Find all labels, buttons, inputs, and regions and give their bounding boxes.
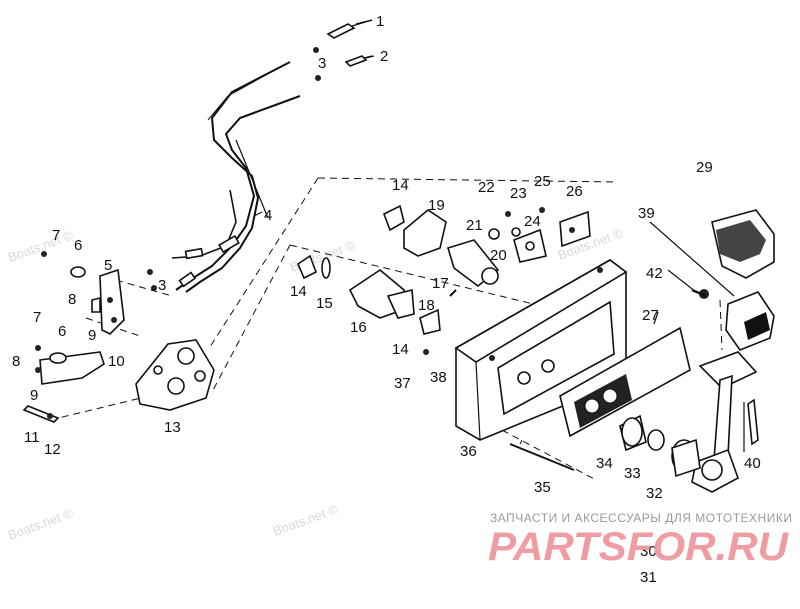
callout-14: 14 <box>392 177 409 194</box>
callout-33: 33 <box>624 465 641 482</box>
callout-14: 14 <box>392 341 409 358</box>
shaft-assembly <box>297 204 500 355</box>
lever-handle <box>691 351 759 493</box>
callout-6: 6 <box>74 237 82 254</box>
callout-9: 9 <box>88 327 96 344</box>
switch-cover <box>691 209 775 351</box>
brand-logo: PARTSFOR.RU <box>488 525 789 569</box>
long-bolt <box>509 439 575 471</box>
callout-7: 7 <box>33 309 41 326</box>
callout-18: 18 <box>418 297 435 314</box>
callout-20: 20 <box>490 247 507 264</box>
callout-36: 36 <box>460 443 477 460</box>
watermark: Boats.net © <box>6 227 76 265</box>
watermark: Boats.net © <box>271 501 341 539</box>
callout-22: 22 <box>478 179 495 196</box>
callout-30: 30 <box>640 543 657 560</box>
callout-38: 38 <box>430 369 447 386</box>
callout-8: 8 <box>12 353 20 370</box>
callout-1: 1 <box>376 13 384 30</box>
callout-2: 2 <box>380 48 388 65</box>
cable-ends <box>147 19 373 291</box>
callout-8: 8 <box>68 291 76 308</box>
brand: ЗАПЧАСТИ И АКСЕССУАРЫ ДЛЯ МОТОТЕХНИКИ PA… <box>488 511 792 569</box>
callout-10: 10 <box>108 353 125 370</box>
callout-3: 3 <box>158 277 166 294</box>
callout-35: 35 <box>534 479 551 496</box>
callout-13: 13 <box>164 419 181 436</box>
callout-23: 23 <box>510 185 527 202</box>
callout-19: 19 <box>428 197 445 214</box>
callout-24: 24 <box>524 213 541 230</box>
callout-40: 40 <box>744 455 761 472</box>
callout-37: 37 <box>394 375 411 392</box>
bracket-assembly <box>22 251 215 423</box>
callout-11: 11 <box>24 429 40 446</box>
callout-3: 3 <box>318 55 326 72</box>
callout-9: 9 <box>30 387 38 404</box>
brand-tagline: ЗАПЧАСТИ И АКСЕССУАРЫ ДЛЯ МОТОТЕХНИКИ <box>490 511 792 525</box>
callout-12: 12 <box>44 441 61 458</box>
callout-31: 31 <box>640 569 657 586</box>
callout-5: 5 <box>104 257 112 274</box>
callout-27: 27 <box>642 307 659 324</box>
callout-25: 25 <box>534 173 551 190</box>
callout-34: 34 <box>596 455 613 472</box>
callout-leaders <box>235 19 745 452</box>
callout-39: 39 <box>638 205 655 222</box>
callout-numbers: 1 2 3 3 4 5 6 6 7 7 8 8 9 9 10 11 12 13 … <box>12 13 761 586</box>
callout-14: 14 <box>290 283 307 300</box>
callout-42: 42 <box>646 265 663 282</box>
callout-32: 32 <box>646 485 663 502</box>
callout-4: 4 <box>264 207 272 224</box>
callout-29: 29 <box>696 159 713 176</box>
rings <box>619 414 701 478</box>
watermark: Boats.net © <box>430 0 499 1</box>
callout-6: 6 <box>58 323 66 340</box>
callout-15: 15 <box>316 295 333 312</box>
cable-assembly <box>171 61 301 293</box>
cover-plate <box>559 326 691 438</box>
callout-21: 21 <box>466 217 483 234</box>
callout-16: 16 <box>350 319 367 336</box>
watermark: Boats.net © <box>6 505 76 543</box>
callout-7: 7 <box>52 227 60 244</box>
switch-bracket-parts <box>505 207 591 263</box>
callout-26: 26 <box>566 183 583 200</box>
callout-17: 17 <box>432 275 449 292</box>
